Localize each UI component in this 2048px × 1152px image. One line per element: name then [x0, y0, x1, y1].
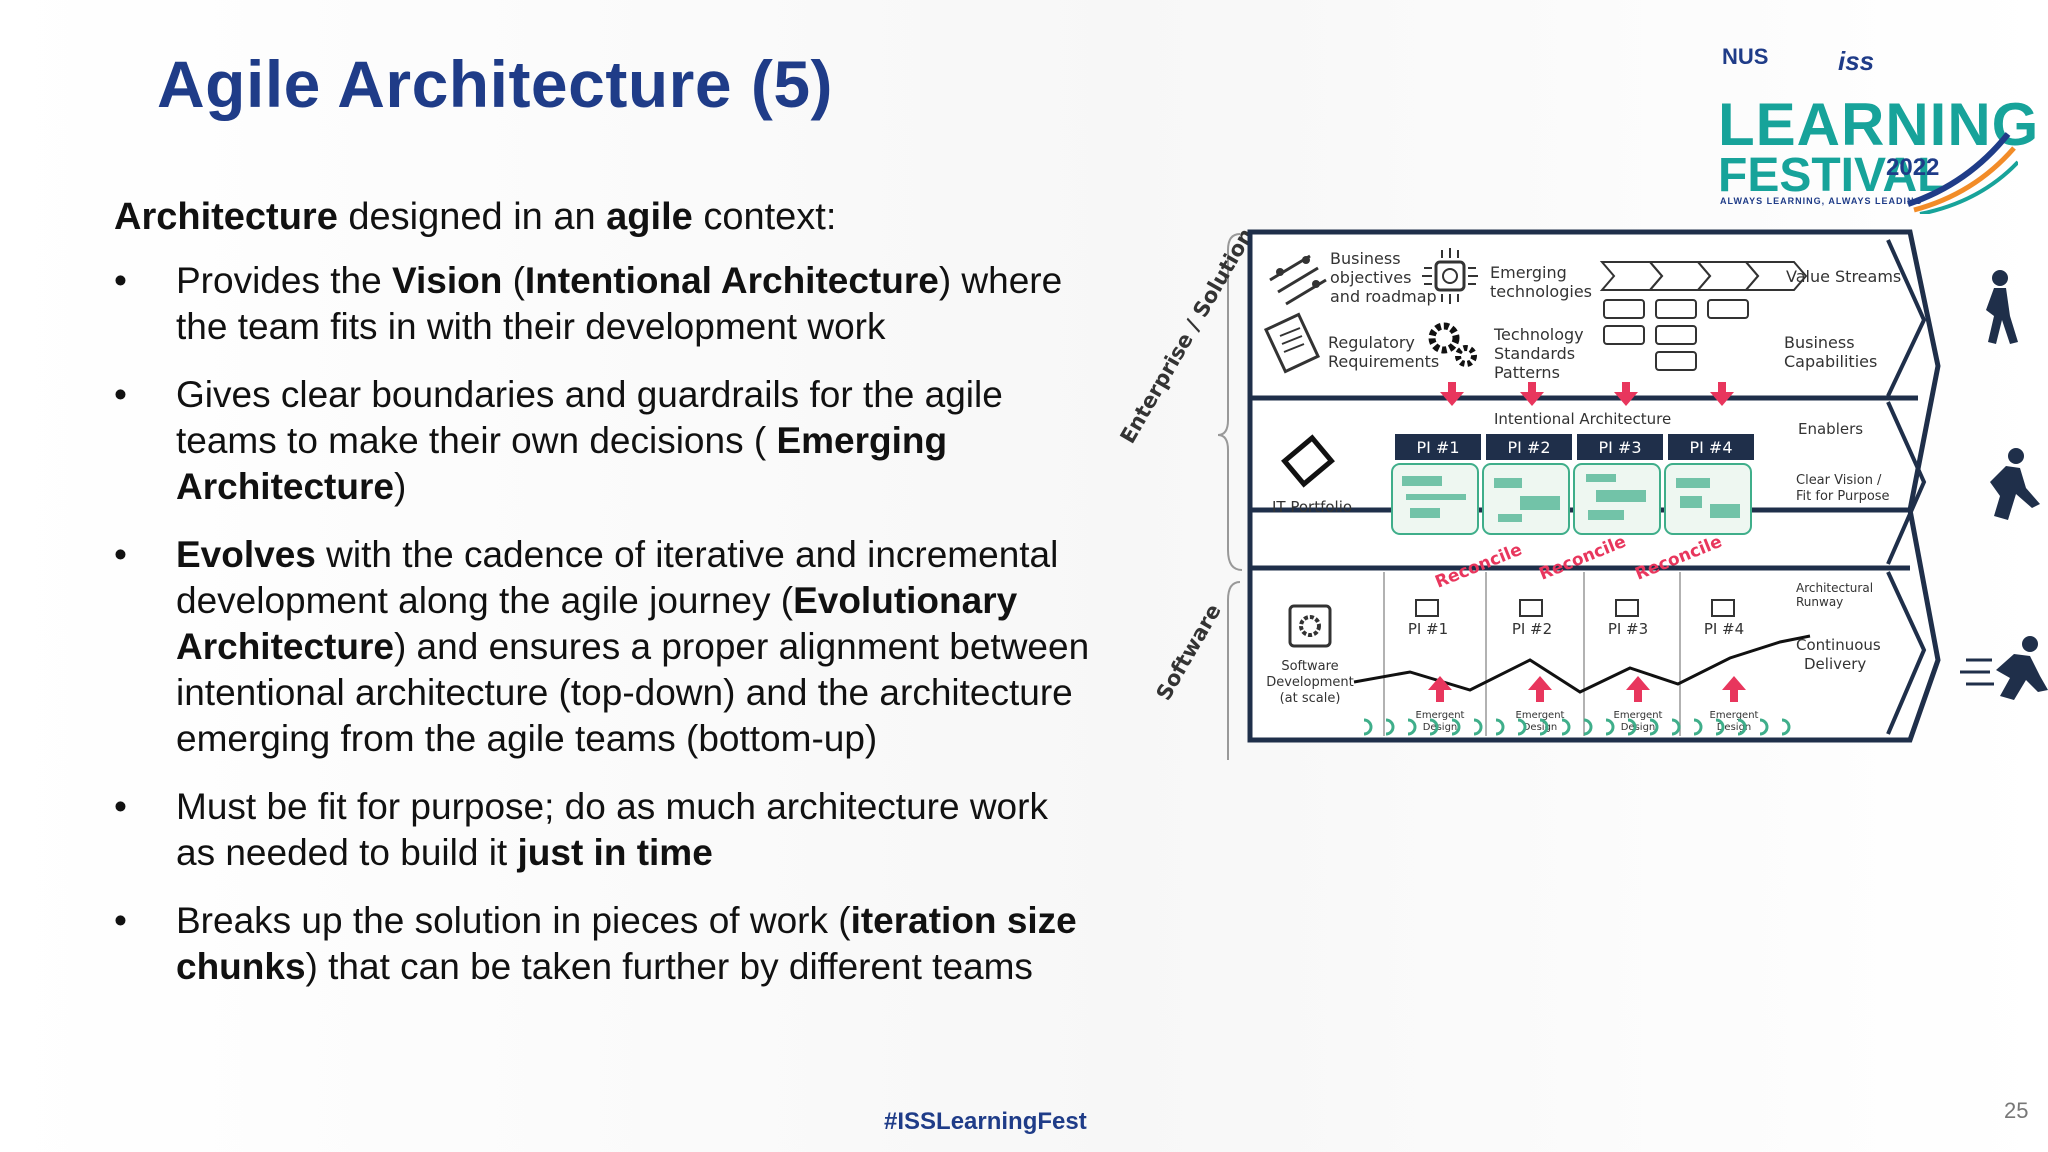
bullet-text: Breaks up the solution in pieces of work… — [176, 900, 1077, 987]
bullet-item: • Provides the Vision (Intentional Archi… — [114, 258, 1094, 350]
bold-text: Evolves — [176, 534, 316, 575]
bullet-marker: • — [114, 260, 127, 301]
pi-header-1: PI #1 — [1416, 438, 1459, 457]
intro-run: agile — [606, 196, 693, 238]
text-run: Gives clear boundaries and guardrails fo… — [176, 374, 1003, 461]
pi-headers — [1395, 434, 1754, 460]
text-run: Breaks up the solution in pieces of work… — [176, 900, 851, 941]
bottom-pi-4: PI #4 — [1704, 620, 1744, 638]
text-run: ) and ensures a proper alignment between… — [176, 626, 1090, 759]
bottom-pi-3: PI #3 — [1608, 620, 1648, 638]
text-run: with the cadence of iterative and increm… — [176, 534, 1059, 621]
bold-text: Emerging Architecture — [176, 420, 948, 507]
slide-title: Agile Architecture (5) — [157, 47, 834, 121]
chip-icon — [1422, 248, 1478, 304]
bullet-marker: • — [114, 534, 127, 575]
text-run: Must be fit for purpose; do as much arch… — [176, 786, 1048, 873]
bullet-text: Evolves with the cadence of iterative an… — [176, 534, 1089, 759]
iss-logo-text: iss — [1838, 46, 1875, 76]
text-run: Provides the — [176, 260, 392, 301]
bottom-pi-1: PI #1 — [1408, 620, 1448, 638]
bullet-item: • Breaks up the solution in pieces of wo… — [114, 898, 1094, 990]
pi-header-4: PI #4 — [1689, 438, 1732, 457]
it-portfolio-label: IT Portfolio — [1272, 498, 1352, 516]
bullet-marker: • — [114, 900, 127, 941]
roadmap-icon — [1269, 254, 1327, 306]
bottom-pi-2: PI #2 — [1512, 620, 1552, 638]
clear-vision-label: Clear Vision /Fit for Purpose — [1796, 473, 1890, 504]
software-label: Software — [1152, 600, 1226, 705]
iteration-loops-icon — [1363, 718, 1791, 736]
software-gear-icon — [1288, 604, 1332, 648]
intro-line: Architecture designed in an agile contex… — [114, 196, 836, 239]
portfolio-icon — [1281, 434, 1335, 488]
nus-logo-text: NUS — [1722, 44, 1769, 69]
enterprise-solution-label: Enterprise / Solution — [1116, 224, 1259, 447]
sprinting-person-icon — [1960, 636, 2048, 700]
bullet-item: • Evolves with the cadence of iterative … — [114, 532, 1094, 762]
bold-text: Vision — [391, 260, 503, 301]
up-arrows — [1428, 676, 1746, 702]
bullet-text: Must be fit for purpose; do as much arch… — [176, 786, 1048, 873]
bullet-item: • Must be fit for purpose; do as much ar… — [114, 784, 1094, 876]
page-number: 25 — [2004, 1098, 2029, 1123]
text-run: context: — [692, 196, 837, 238]
text-run: ( — [502, 260, 525, 301]
logo-festival: FESTIVAL — [1718, 149, 1947, 202]
pi-board-icons — [1415, 599, 1735, 617]
value-stream-chevrons — [1599, 261, 1808, 371]
bullet-marker: • — [114, 786, 127, 827]
hashtag-footer: #ISSLearningFest — [884, 1108, 1087, 1135]
text-run: ) where the team fits in with their deve… — [176, 260, 1063, 347]
bold-text: Intentional Architecture — [524, 260, 939, 301]
enablers-label: Enablers — [1798, 420, 1863, 438]
bold-text: Architecture — [114, 196, 338, 238]
down-arrows — [1440, 382, 1734, 406]
intentional-architecture-label: Intentional Architecture — [1494, 410, 1671, 428]
logo-year: 2022 — [1886, 154, 1940, 181]
regulation-document-icon — [1263, 312, 1321, 374]
bullet-item: • Gives clear boundaries and guardrails … — [114, 372, 1094, 510]
bullet-marker: • — [114, 374, 127, 415]
bold-text: Evolutionary Architecture — [176, 580, 1018, 667]
pi-dividers — [1383, 572, 1681, 736]
value-streams-label: Value Streams — [1786, 267, 1901, 286]
bold-text: agile — [606, 196, 693, 238]
bold-text: just in time — [517, 832, 713, 873]
intro-run: context: — [692, 196, 837, 238]
pi-header-3: PI #3 — [1598, 438, 1641, 457]
bold-text: iteration size chunks — [176, 900, 1077, 987]
bullet-list: • Provides the Vision (Intentional Archi… — [114, 258, 1094, 1012]
intro-run: designed in an — [338, 196, 606, 238]
text-run: ) — [393, 466, 407, 507]
intro-run: Architecture — [114, 196, 338, 238]
text-run: ) that can be taken further by different… — [305, 946, 1033, 987]
jogging-person-icon — [1990, 448, 2040, 520]
walking-person-icon — [1986, 270, 2018, 344]
pi-header-2: PI #2 — [1507, 438, 1550, 457]
logo-tagline: ALWAYS LEARNING, ALWAYS LEADING — [1720, 196, 1923, 206]
gears-icon — [1428, 322, 1477, 367]
learning-festival-logo: NUS iss LEARNING FESTIVAL 2022 ALWAYS LE… — [1718, 44, 2038, 214]
bullet-text: Provides the Vision (Intentional Archite… — [176, 260, 1062, 347]
logo-learning: LEARNING — [1718, 91, 2040, 158]
bullet-text: Gives clear boundaries and guardrails fo… — [176, 374, 1003, 507]
logo-swoosh-icon — [1907, 132, 2018, 214]
board-sketches — [1402, 474, 1740, 522]
text-run: designed in an — [337, 196, 607, 238]
